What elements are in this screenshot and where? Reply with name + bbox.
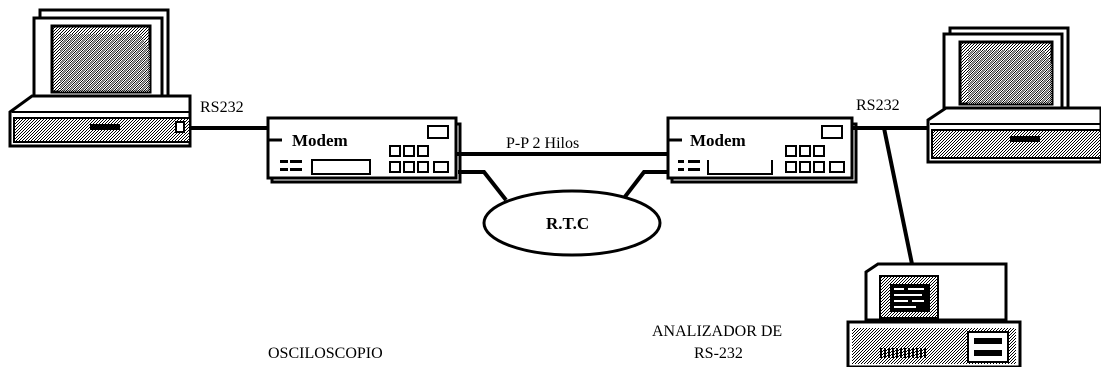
analyzer-tap-cable [882, 127, 914, 265]
modem-right-label: Modem [690, 131, 746, 150]
rtc-connection-right [622, 170, 670, 200]
oscilloscope-label: OSCILOSCOPIO [268, 345, 383, 362]
right-computer-icon [926, 26, 1101, 164]
modem-right-icon [666, 116, 858, 184]
link-label: P-P 2 Hilos [506, 135, 579, 152]
rs232-label-right: RS232 [856, 97, 900, 114]
analyzer-label-line2: RS-232 [694, 345, 743, 362]
modem-left-icon [266, 116, 462, 184]
rtc-connection-left [458, 170, 508, 202]
left-computer-icon [8, 8, 192, 148]
analyzer-terminal-icon [846, 262, 1022, 369]
analyzer-label-line1: ANALIZADOR DE [652, 323, 782, 340]
modem-left-label: Modem [292, 131, 348, 150]
network-label: R.T.C [546, 214, 589, 233]
network-cloud-icon [482, 189, 662, 257]
rs232-label-left: RS232 [200, 99, 244, 116]
